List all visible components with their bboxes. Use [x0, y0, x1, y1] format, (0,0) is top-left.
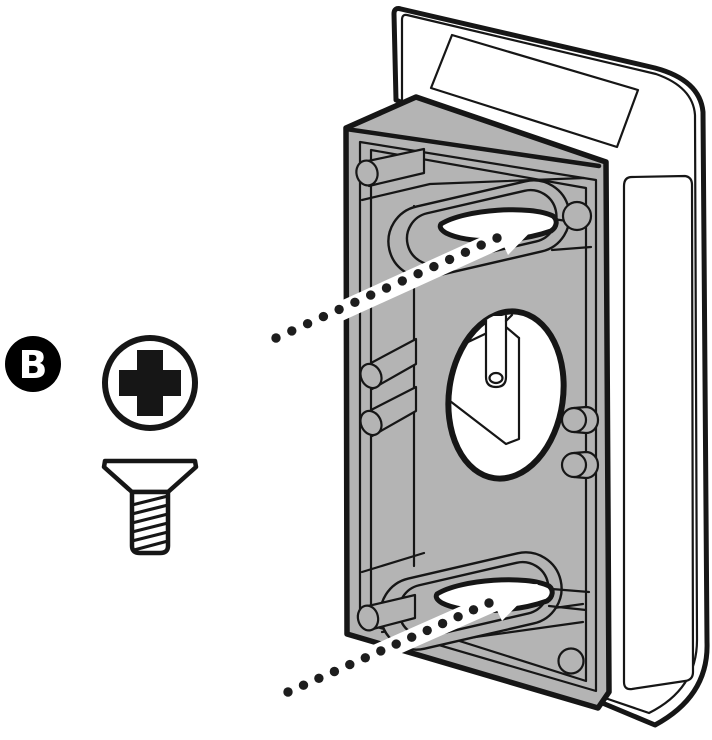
peg-top-left-cap [355, 159, 379, 187]
bracket-rim-inner [369, 148, 588, 683]
guide-dot [484, 598, 494, 608]
guide-dot [444, 254, 455, 265]
guide-dot [391, 639, 401, 649]
backplate-side-panel [622, 174, 695, 691]
guide-dot [345, 659, 355, 670]
guide-dot [298, 680, 309, 690]
bottom-boss-tab-line-1 [550, 587, 591, 594]
thread-line [130, 530, 170, 543]
guide-dot [360, 653, 370, 663]
top-boss-tab-line-2 [550, 245, 593, 252]
bracket-rim-outer [358, 140, 598, 693]
guide-dot [429, 261, 439, 272]
peg-mid-left-2-cap [359, 409, 383, 437]
guide-dot [283, 687, 293, 697]
thread-line [130, 512, 170, 525]
screw-threads [130, 494, 170, 552]
guide-dot [413, 269, 423, 279]
guide-arrowhead-top [492, 218, 544, 255]
guide-dot [287, 326, 297, 336]
screw-hole [488, 371, 504, 385]
peg-bottom-left-cap [356, 604, 380, 632]
guide-dots-bottom [283, 598, 494, 697]
step-badge-label: B [19, 343, 48, 387]
guide-dot [468, 605, 479, 615]
guide-arrowhead-bottom [486, 584, 538, 621]
phillips-screw-head-icon [102, 335, 198, 431]
guide-dot [453, 612, 463, 622]
terminal-box [448, 336, 521, 446]
guide-dot [492, 233, 502, 243]
thread-line [130, 521, 170, 534]
floor-bottom-shelf [360, 551, 426, 574]
cable-opening [445, 308, 567, 482]
guide-dot [397, 276, 407, 286]
bottom-boss-tab-line-2 [547, 604, 588, 612]
peg-mid-left-1-cap [359, 362, 383, 390]
guide-band-top [252, 228, 512, 357]
peg-right-mid-1 [560, 406, 588, 434]
screw-guide-top [252, 218, 544, 357]
peg-right-mid-2 [560, 451, 588, 479]
guide-dot [271, 333, 281, 343]
guide-dot [350, 297, 360, 307]
guide-dot [314, 673, 324, 683]
guide-dot [302, 319, 313, 329]
guide-dot [460, 247, 471, 257]
guide-dot [437, 618, 448, 629]
guide-dot [407, 632, 417, 642]
guide-dot [376, 646, 386, 656]
step-badge-circle [5, 336, 61, 392]
screw-guide-bottom [262, 584, 538, 710]
thread-line [130, 503, 170, 516]
backplate-top-window [429, 33, 640, 149]
thread-line [132, 539, 170, 552]
step-badge: B [5, 336, 61, 392]
guide-dot [366, 290, 376, 300]
guide-dot [476, 240, 486, 250]
thread-line [130, 494, 170, 507]
wire-channel [484, 314, 508, 389]
guide-dot [318, 311, 329, 322]
flat-head-screw-icon [101, 458, 199, 556]
peg-bottom-right [557, 647, 585, 675]
screw-head-side [101, 458, 199, 495]
bracket-front-top-edge [343, 126, 602, 169]
backplate-inner-line [400, 13, 699, 715]
guide-dots-top [271, 233, 502, 343]
phillips-cross [119, 350, 181, 416]
guide-dot [334, 304, 344, 315]
alignment-pegs [355, 147, 600, 675]
wire-channel-fill [486, 316, 506, 387]
guide-dot [422, 625, 432, 636]
guide-dot [381, 283, 392, 293]
peg-top-right [561, 200, 593, 232]
guide-dot [329, 666, 340, 677]
